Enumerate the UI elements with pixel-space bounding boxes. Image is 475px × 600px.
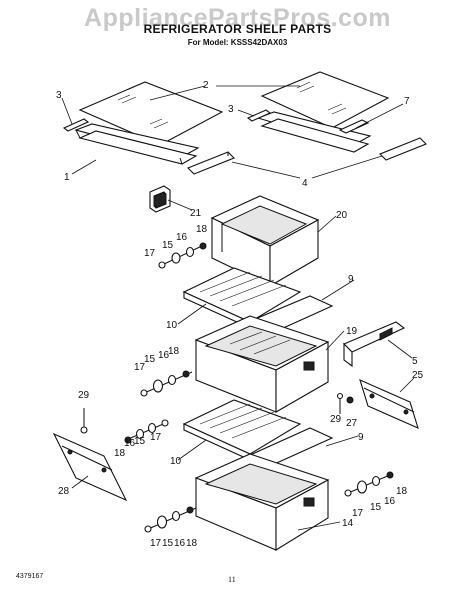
callout-10-lower: 10	[170, 456, 182, 467]
part-21-bracket	[149, 185, 171, 213]
callout-19: 19	[346, 326, 358, 337]
page-number: 11	[228, 575, 236, 584]
callout-labels: 2 3 3 7 1 4 21 20 18 16 15 17 9 10 19 16…	[56, 80, 424, 549]
hardware-stack-left-bracket	[124, 419, 169, 444]
callout-4: 4	[302, 178, 308, 189]
callout-17-bottom: 17	[150, 538, 162, 549]
callout-16-lower-right: 16	[384, 496, 396, 507]
callout-3-right: 3	[228, 104, 234, 115]
callout-5: 5	[412, 356, 418, 367]
callout-15-upper: 15	[162, 240, 174, 251]
diagram-title: REFRIGERATOR SHELF PARTS	[143, 22, 332, 36]
callout-29-left: 29	[78, 390, 90, 401]
shelf-assembly-right	[246, 71, 390, 153]
shelf-trim-pieces	[187, 137, 427, 175]
callout-17-upper: 17	[144, 248, 156, 259]
callout-9-upper: 9	[348, 274, 354, 285]
callout-15-middle: 15	[144, 354, 156, 365]
callout-15-bottom: 15	[162, 538, 174, 549]
crisper-drawer-19	[194, 315, 330, 413]
callout-3-left: 3	[56, 90, 62, 101]
side-rail-5	[343, 321, 406, 368]
hardware-stack-middle	[140, 370, 193, 397]
watermark: AppliancePartsPros.com	[84, 4, 391, 32]
callout-16-bottom: 16	[174, 538, 186, 549]
callout-28: 28	[58, 486, 70, 497]
callout-29-right: 29	[330, 414, 342, 425]
hardware-stack-upper	[158, 242, 207, 269]
callout-21: 21	[190, 208, 202, 219]
model-subtitle: For Model: KSSS42DAX03	[187, 38, 288, 47]
callout-15-left: 15	[134, 436, 146, 447]
hardware-stack-bottom	[144, 506, 197, 533]
callout-18-left: 18	[114, 448, 126, 459]
shelf-assembly-left	[62, 81, 224, 165]
callout-25: 25	[412, 370, 424, 381]
callout-18-bottom: 18	[186, 538, 198, 549]
callout-16-middle: 16	[158, 350, 170, 361]
leader-lines	[61, 85, 415, 531]
screws-29-27	[80, 392, 354, 434]
callout-18-middle: 18	[168, 346, 180, 357]
callout-27: 27	[346, 418, 358, 429]
callout-16-upper: 16	[176, 232, 188, 243]
callout-18-lower-right: 18	[396, 486, 408, 497]
callout-7: 7	[404, 96, 410, 107]
crisper-cover-10-lower	[182, 399, 334, 467]
slide-bracket-28	[52, 432, 128, 502]
slide-bracket-25	[359, 379, 419, 429]
crisper-drawer-14	[194, 453, 330, 551]
callout-18-upper: 18	[196, 224, 208, 235]
callout-1: 1	[64, 172, 70, 183]
callout-17-left: 17	[150, 432, 162, 443]
crisper-pan-20	[210, 195, 320, 287]
callout-17-lower-right: 17	[352, 508, 364, 519]
callout-15-lower-right: 15	[370, 502, 382, 513]
callout-9-lower: 9	[358, 432, 364, 443]
callout-10-upper: 10	[166, 320, 178, 331]
callout-17-middle: 17	[134, 362, 146, 373]
document-number: 4379167	[16, 573, 44, 580]
callout-2: 2	[203, 80, 209, 91]
callout-14: 14	[342, 518, 354, 529]
hardware-stack-lower-right	[344, 471, 394, 497]
callout-20: 20	[336, 210, 348, 221]
callout-16-left-a: 16	[124, 438, 136, 449]
